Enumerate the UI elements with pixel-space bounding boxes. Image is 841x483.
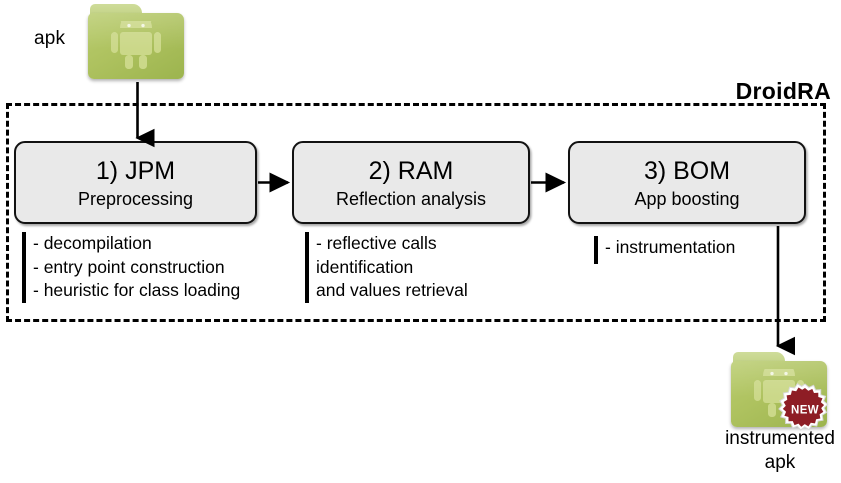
stage-subtitle: App boosting [634,188,740,209]
list-item: - decompilation [33,233,152,253]
output-apk-label-line2: apk [764,452,796,473]
svg-text:NEW: NEW [791,405,819,417]
stage-title: 2) RAM [368,156,454,185]
stage-box-jpm[interactable]: 1) JPM Preprocessing [14,141,257,224]
stage-subtitle: Reflection analysis [335,188,487,209]
list-item: - entry point construction [33,256,225,277]
new-badge-icon: NEW [778,383,829,431]
list-item: and values retrieval [316,280,468,300]
list-item: identification [316,256,414,277]
stage-title: 1) JPM [95,156,176,185]
list-item: - instrumentation [605,237,736,257]
bullet-bar [594,236,598,264]
output-apk-label: instrumented apk [690,427,841,475]
stage-bullets-ram: - reflective calls identification and va… [305,232,468,303]
android-folder-icon [88,4,184,80]
stage-box-ram[interactable]: 2) RAM Reflection analysis [292,141,530,224]
droidra-boundary [6,103,826,322]
bullet-bar [305,232,309,303]
list-item: - heuristic for class loading [33,280,241,300]
stage-bullets-bom: - instrumentation [594,236,735,264]
stage-subtitle: Preprocessing [77,188,194,209]
input-apk-label: apk [34,28,66,49]
stage-bullets-jpm: - decompilation - entry point constructi… [22,232,240,303]
output-apk-label-line1: instrumented [725,428,835,449]
stage-title: 3) BOM [643,156,731,185]
stage-box-bom[interactable]: 3) BOM App boosting [568,141,806,224]
android-robot-glyph [111,21,161,70]
bullet-bar [22,232,26,303]
droidra-title: DroidRA [735,78,831,104]
folder-body [88,13,184,79]
list-item: - reflective calls [316,233,437,253]
